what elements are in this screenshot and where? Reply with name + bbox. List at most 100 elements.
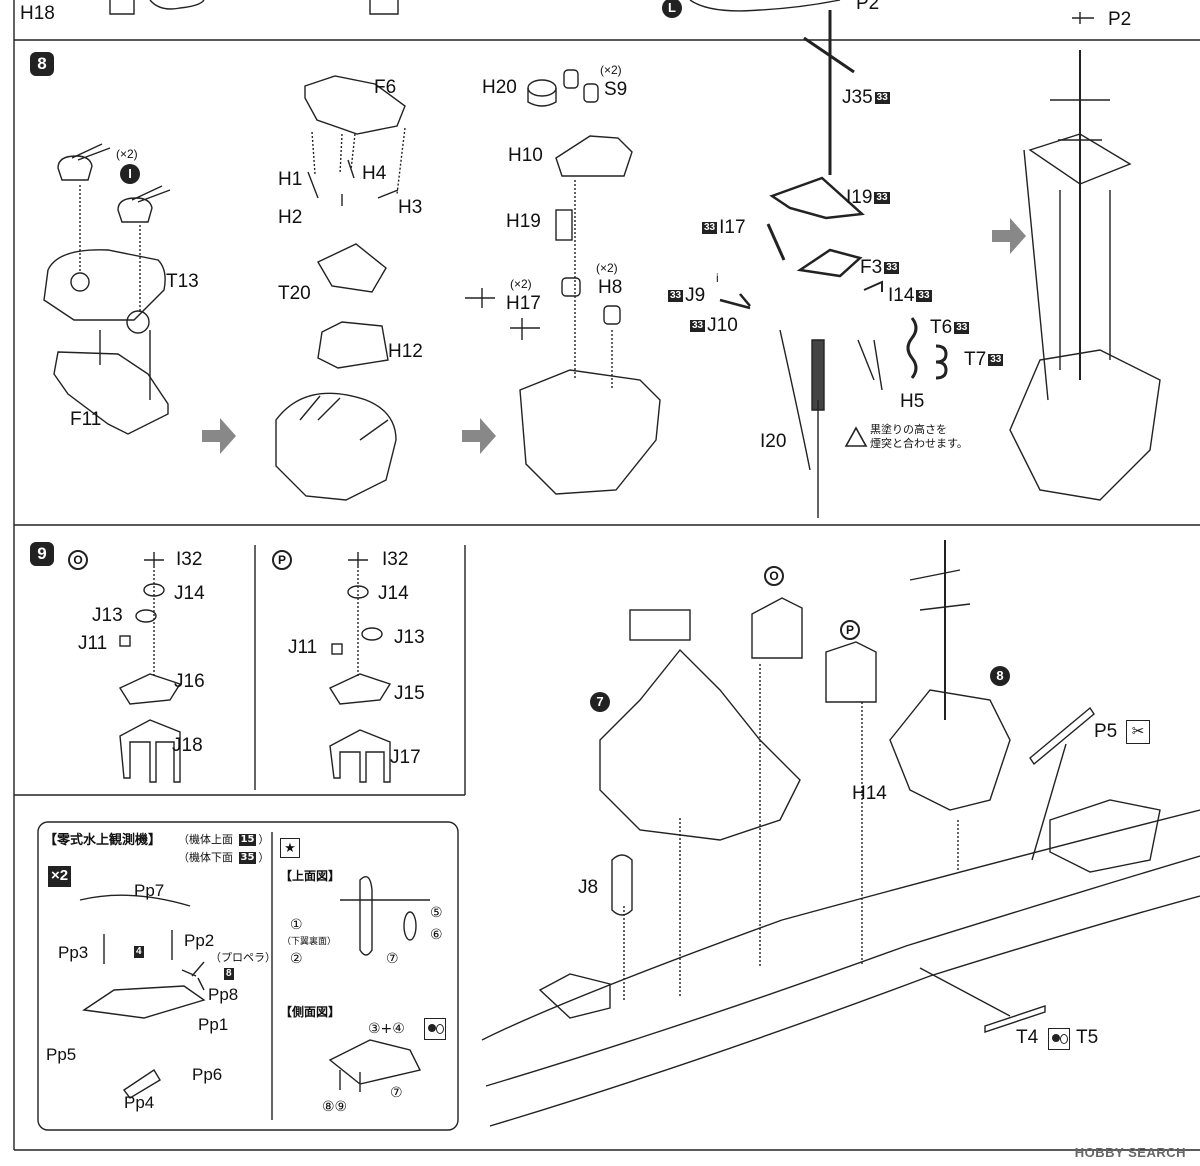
propeller-note: （プロペラ） xyxy=(210,951,276,964)
part-label-j14-p: J14 xyxy=(378,583,409,604)
ship-mark-8: 8 xyxy=(990,666,1010,686)
paint-swatch-icon-t xyxy=(1048,1028,1070,1050)
legend-bottom-surface: （機体下面 35） xyxy=(178,851,270,864)
sub-assembly-mark-o: O xyxy=(68,550,88,570)
plane-title: 【零式水上観測機】 xyxy=(44,833,162,848)
paint-number-6: ⑥ xyxy=(430,927,443,943)
part-label-t5: T5 xyxy=(1076,1027,1099,1048)
step-number-9: 9 xyxy=(30,542,54,566)
part-label-t20: T20 xyxy=(278,283,311,304)
ship-mark-7: 7 xyxy=(590,692,610,712)
color-badge-35: 35 xyxy=(238,852,257,864)
part-label-pp3: Pp3 xyxy=(58,943,89,962)
color-badge-33: 33 xyxy=(668,289,684,302)
part-label-h19: H19 xyxy=(506,211,541,232)
color-badge-15: 15 xyxy=(238,834,257,846)
part-label-pp8: Pp8 xyxy=(208,985,239,1004)
color-badge-33: 33 xyxy=(874,91,890,104)
part-label-p2-b: P2 xyxy=(1108,9,1132,30)
part-label-f11: F11 xyxy=(70,409,102,430)
part-label-p2-a: P2 xyxy=(856,0,880,14)
part-label-j8: J8 xyxy=(578,877,599,898)
paint-number-1: ① xyxy=(290,917,303,933)
top-view-title: 【上面図】 xyxy=(280,869,341,883)
tool-cut-icon: ✂ xyxy=(1126,720,1150,744)
warning-note-line2: 煙突と合わせます。 xyxy=(870,437,968,450)
part-label-j11-o: J11 xyxy=(78,633,108,654)
star-icon: ★ xyxy=(280,838,300,858)
part-label-j13-p: J13 xyxy=(394,627,425,648)
part-label-t13: T13 xyxy=(166,271,199,292)
part-label-j16-o: J16 xyxy=(174,671,205,692)
part-label-h1: H1 xyxy=(278,169,303,190)
color-badge-33: 33 xyxy=(988,353,1004,366)
assembly-mark-l: L xyxy=(662,0,682,18)
part-label-h17: H17 xyxy=(506,293,541,314)
legend-close: ） xyxy=(258,833,270,846)
side-view-title: 【側面図】 xyxy=(280,1005,341,1019)
part-label-pp6: Pp6 xyxy=(192,1065,223,1084)
part-label-i17-text: I17 xyxy=(719,217,746,238)
small-i-note: i xyxy=(716,271,719,285)
color-badge-8: 8 xyxy=(224,968,234,980)
part-label-j15-p: J15 xyxy=(394,683,425,704)
part-label-j14-o: J14 xyxy=(174,583,205,604)
part-label-h4: H4 xyxy=(362,163,387,184)
part-label-j11-p: J11 xyxy=(288,637,318,658)
part-label-h14: H14 xyxy=(852,783,887,804)
legend-close: ） xyxy=(258,851,270,864)
color-badge-33: 33 xyxy=(916,289,932,302)
watermark: HOBBY SEARCH xyxy=(1074,1145,1186,1160)
paint-number-7-top: ⑦ xyxy=(386,951,399,967)
part-label-h12: H12 xyxy=(388,341,423,362)
part-label-f3-text: F3 xyxy=(860,257,883,278)
part-label-h10: H10 xyxy=(508,145,543,166)
part-label-pp2: Pp2 xyxy=(184,931,215,950)
part-label-j9-text: J9 xyxy=(685,285,706,306)
quantity-note-h8: (×2) xyxy=(596,261,618,275)
part-label-i32-p: I32 xyxy=(382,549,409,570)
paint-number-8-9: ⑧⑨ xyxy=(322,1099,348,1115)
paint-number-7-side: ⑦ xyxy=(390,1085,403,1101)
part-label-i14-text: I14 xyxy=(888,285,915,306)
quantity-note: (×2) xyxy=(116,147,138,161)
part-label-i19-text: I19 xyxy=(846,187,873,208)
part-label-j13-o: J13 xyxy=(92,605,123,626)
quantity-x2: ×2 xyxy=(48,866,72,887)
legend-top-surface: （機体上面 15） xyxy=(178,833,270,846)
part-label-p5: P5 xyxy=(1094,721,1118,742)
part-label-h5: H5 xyxy=(900,391,925,412)
part-label-h3: H3 xyxy=(398,197,423,218)
legend-top-surface-text: （機体上面 xyxy=(178,833,233,846)
part-label-pp5: Pp5 xyxy=(46,1045,77,1064)
part-label-i20: I20 xyxy=(760,431,787,452)
quantity-note-h17: (×2) xyxy=(510,277,532,291)
sub-assembly-mark-p: P xyxy=(272,550,292,570)
part-label-s9: S9 xyxy=(604,79,628,100)
color-badge-33: 33 xyxy=(954,321,970,334)
color-badge-33: 33 xyxy=(702,221,718,234)
paint-number-5: ⑤ xyxy=(430,905,443,921)
ship-mark-p: P xyxy=(840,620,860,640)
color-badge-33: 33 xyxy=(690,319,706,332)
paint-number-3-4: ③+④ xyxy=(368,1021,405,1037)
color-badge-33: 33 xyxy=(874,191,890,204)
part-label-j17-p: J17 xyxy=(390,747,421,768)
part-label-pp4: Pp4 xyxy=(124,1093,155,1112)
lower-wing-note: （下翼裏面） xyxy=(282,937,337,947)
part-label-j35-text: J35 xyxy=(842,87,873,108)
legend-bottom-surface-text: （機体下面 xyxy=(178,851,233,864)
part-label-t4: T4 xyxy=(1016,1027,1039,1048)
part-label-t6-text: T6 xyxy=(930,317,953,338)
part-label-h2: H2 xyxy=(278,207,303,228)
